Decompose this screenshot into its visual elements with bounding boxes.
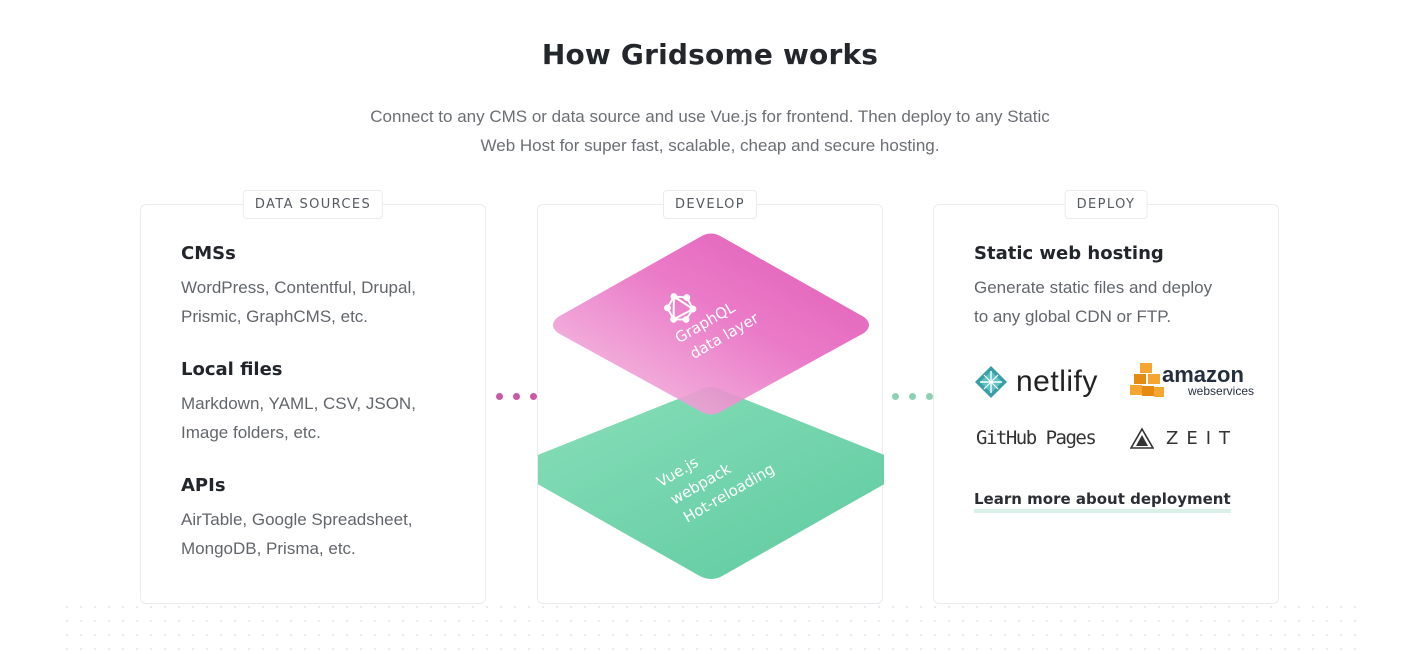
local-files-description: Markdown, YAML, CSV, JSON, Image folders… [181, 389, 471, 447]
netlify-logo: netlify [974, 365, 1098, 399]
cms-line-1: WordPress, Contentful, Drupal, [181, 278, 416, 297]
netlify-icon [975, 366, 1007, 398]
apis-block: APIs AirTable, Google Spreadsheet, Mongo… [181, 475, 471, 563]
develop-card: DEVELOP [537, 190, 884, 604]
zeit-logo: ZEIT [1130, 427, 1238, 449]
connector-dot [892, 393, 899, 400]
learn-more-deployment-link[interactable]: Learn more about deployment [974, 489, 1231, 513]
subtitle-line-1: Connect to any CMS or data source and us… [370, 107, 1050, 126]
data-sources-card: DATA SOURCES CMSs WordPress, Contentful,… [140, 190, 486, 604]
connector-dots-right [892, 393, 933, 400]
zeit-wordmark: ZEIT [1166, 427, 1239, 449]
page-subtitle: Connect to any CMS or data source and us… [340, 102, 1080, 160]
deploy-tag: DEPLOY [1064, 190, 1148, 219]
connector-dots-left [496, 393, 537, 400]
connector-dot [496, 393, 503, 400]
static-hosting-line-2: to any global CDN or FTP. [974, 307, 1172, 326]
apis-title: APIs [181, 475, 226, 496]
subtitle-line-2: Web Host for super fast, scalable, cheap… [480, 136, 940, 155]
graphql-icon [664, 293, 697, 323]
cms-block: CMSs WordPress, Contentful, Drupal, Pris… [181, 243, 471, 331]
apis-line-1: AirTable, Google Spreadsheet, [181, 510, 413, 529]
apis-line-2: MongoDB, Prisma, etc. [181, 539, 356, 558]
aws-amazon-text: amazon [1162, 362, 1244, 387]
cms-description: WordPress, Contentful, Drupal, Prismic, … [181, 273, 471, 331]
connector-dot [530, 393, 537, 400]
local-files-line-1: Markdown, YAML, CSV, JSON, [181, 394, 416, 413]
static-hosting-description: Generate static files and deploy to any … [974, 273, 1264, 331]
local-files-line-2: Image folders, etc. [181, 423, 321, 442]
graphql-layer [553, 233, 869, 415]
aws-logo: amazon webservices [1130, 361, 1254, 401]
cms-title: CMSs [181, 243, 236, 264]
github-pages-wordmark: GitHub Pages [976, 427, 1097, 449]
connector-dot [926, 393, 933, 400]
vue-layer [538, 387, 884, 579]
local-files-title: Local files [181, 359, 283, 380]
static-hosting-line-1: Generate static files and deploy [974, 278, 1213, 297]
static-hosting-block: Static web hosting Generate static files… [974, 243, 1264, 331]
dotted-background [60, 600, 1360, 654]
zeit-triangle-icon [1130, 427, 1154, 449]
apis-description: AirTable, Google Spreadsheet, MongoDB, P… [181, 505, 471, 563]
github-pages-logo: GitHub Pages [976, 427, 1097, 449]
aws-webservices-text: webservices [1188, 384, 1255, 398]
page-title: How Gridsome works [541, 38, 879, 71]
netlify-wordmark: netlify [1016, 365, 1098, 398]
cms-line-2: Prismic, GraphCMS, etc. [181, 307, 369, 326]
develop-layer-stack: GraphQL data layer Vue.js webpack Hot-re… [538, 233, 884, 579]
local-files-block: Local files Markdown, YAML, CSV, JSON, I… [181, 359, 471, 447]
connector-dot [513, 393, 520, 400]
aws-wordmark: amazon webservices [1162, 362, 1255, 398]
connector-dot [909, 393, 916, 400]
static-hosting-title: Static web hosting [974, 243, 1164, 264]
data-sources-tag: DATA SOURCES [242, 190, 384, 219]
aws-cubes-icon [1130, 363, 1164, 397]
develop-tag: DEVELOP [663, 190, 757, 219]
deploy-card: DEPLOY Static web hosting Generate stati… [933, 190, 1279, 604]
